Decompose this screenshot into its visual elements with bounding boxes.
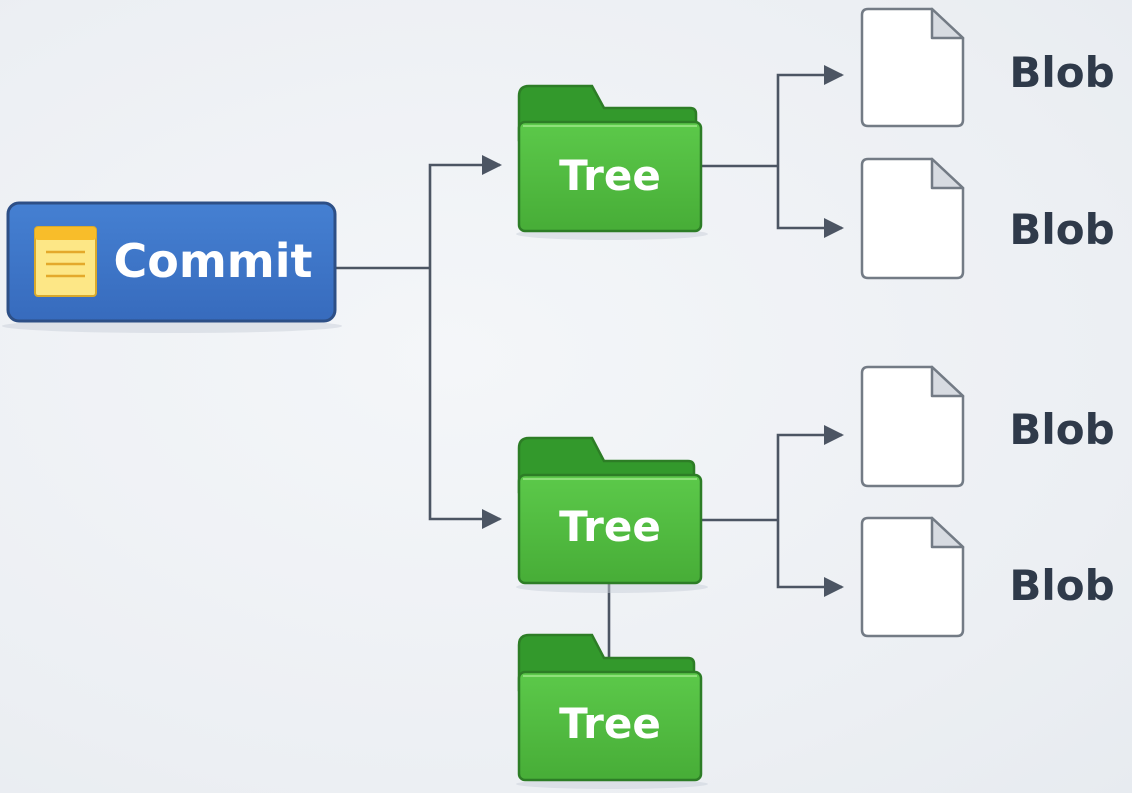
commit-node[interactable]: Commit [2,201,342,333]
connector-tree-1-to-blob-2 [776,166,844,238]
blob-label: Blob [1009,205,1114,254]
tree-node-1[interactable]: Tree [516,84,708,240]
blob-label: Blob [1009,561,1114,610]
connector-commit-to-tree-1 [428,155,502,268]
tree-node-2[interactable]: Tree [516,436,708,593]
folder-icon [517,436,703,585]
tree-shadow [516,779,708,789]
connector-tree-1-to-blob-1 [776,65,844,166]
folder-icon [517,84,703,233]
tree-label: Tree [559,502,661,551]
connector-tree-2-to-blob-3 [776,425,844,520]
tree-node-3[interactable]: Tree [516,633,708,789]
tree-label: Tree [559,699,661,748]
commit-label: Commit [114,234,313,288]
connector-commit-to-tree-2 [428,268,502,529]
note-icon [34,226,97,297]
blob-node-1[interactable]: Blob [860,7,1115,128]
file-icon [860,516,965,638]
blob-label: Blob [1009,48,1114,97]
blob-node-4[interactable]: Blob [860,516,1115,638]
folder-icon [517,633,703,782]
file-icon [860,157,965,280]
connectors [336,65,844,660]
blob-node-3[interactable]: Blob [860,365,1115,488]
connector-tree-2-to-blob-4 [776,520,844,597]
blob-label: Blob [1009,405,1114,454]
blob-node-2[interactable]: Blob [860,157,1115,280]
file-icon [860,365,965,488]
file-icon [860,7,965,128]
tree-label: Tree [559,151,661,200]
